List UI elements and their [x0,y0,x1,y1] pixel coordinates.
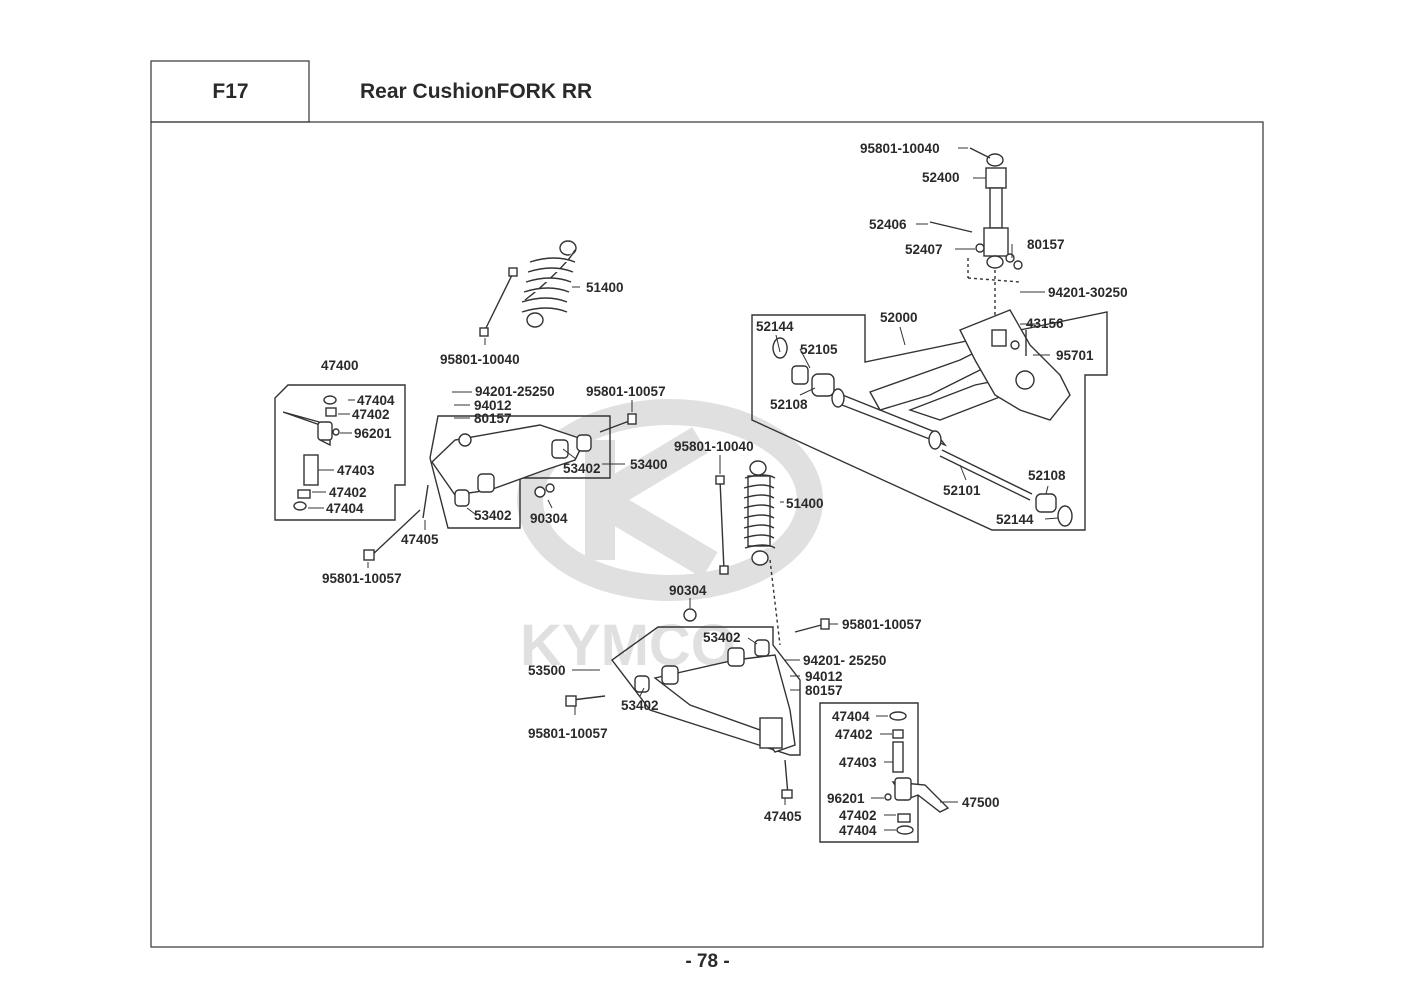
callout-47402-right-top: 47402 [835,727,873,742]
callout-47404-right-bottom: 47404 [839,823,877,838]
callout-53402-lower-top: 53402 [703,630,741,645]
callout-47400: 47400 [321,358,359,373]
callout-53402-upper-left: 53402 [474,508,512,523]
front-shock-lower-51400 [715,460,781,646]
callout-52400: 52400 [922,170,960,185]
callout-47500: 47500 [962,795,1000,810]
callout-52144-right: 52144 [996,512,1034,527]
callout-95801-10057-right: 95801-10057 [842,617,922,632]
page-frame [150,60,1264,948]
callout-95801-10057-left: 95801-10057 [322,571,402,586]
callout-43156: 43156 [1026,316,1064,331]
callout-52407: 52407 [905,242,943,257]
callout-52108-left: 52108 [770,397,808,412]
callout-47402-right-bottom: 47402 [839,808,877,823]
callout-47404-left-top: 47404 [357,393,395,408]
callout-labels: 95801-10040 52400 52406 52407 80157 9420… [321,141,1128,838]
callout-51400-top: 51400 [586,280,624,295]
callout-52105: 52105 [800,342,838,357]
callout-95801-10040-mid: 95801-10040 [440,352,520,367]
callout-47404-left-bottom: 47404 [326,501,364,516]
lower-arm-53500 [565,608,830,799]
callout-52000: 52000 [880,310,918,325]
leader-lines [308,147,1059,831]
callout-47402-left-top: 47402 [352,407,390,422]
callout-95801-10057-upper: 95801-10057 [586,384,666,399]
callout-80157-left: 80157 [474,411,512,426]
callout-53402-upper-right: 53402 [563,461,601,476]
section-code: F17 [212,80,249,103]
upper-arm-left-box [429,415,611,529]
callout-94201-25250-left: 94201-25250 [475,384,555,399]
knuckle-right-47500 [884,711,950,835]
callout-94201-30250: 94201-30250 [1048,285,1128,300]
callout-47404-right-top: 47404 [832,709,870,724]
callout-52406: 52406 [869,217,907,232]
knuckle-left-box [274,384,406,521]
callout-53402-lower-left: 53402 [621,698,659,713]
callout-80157-shock: 80157 [1027,237,1065,252]
callout-47403-left: 47403 [337,463,375,478]
callout-47402-left-bottom: 47402 [329,485,367,500]
callout-95801-10040-lower: 95801-10040 [674,439,754,454]
callout-94012-left: 94012 [474,398,512,413]
swing-arm-box [751,311,1108,531]
page-number: - 78 - [685,951,730,972]
callout-80157-right: 80157 [805,683,843,698]
callout-51400-lower: 51400 [786,496,824,511]
callout-96201-left: 96201 [354,426,392,441]
callout-52144-left: 52144 [756,319,794,334]
callout-47405-right: 47405 [764,809,802,824]
callout-52108-right: 52108 [1028,468,1066,483]
group-outlines [274,311,1108,843]
watermark-text: KYMCO [520,613,736,678]
callout-95801-10040-top: 95801-10040 [860,141,940,156]
swing-arm-52000 [772,309,1073,527]
callout-53500: 53500 [528,663,566,678]
callout-96201-right: 96201 [827,791,865,806]
upper-arm-left-53400 [363,413,637,561]
callout-94012-right: 94012 [805,669,843,684]
callout-90304-lower: 90304 [669,583,707,598]
callout-90304-upper: 90304 [530,511,568,526]
callout-52101: 52101 [943,483,981,498]
callout-95701: 95701 [1056,348,1094,363]
lower-arm-right-box [611,626,801,756]
watermark-logo: KYMCO [517,399,823,678]
knuckle-right-box [819,702,919,843]
front-shock-upper-51400 [479,240,577,337]
callout-47405-left: 47405 [401,532,439,547]
callout-53400: 53400 [630,457,668,472]
callout-47403-right: 47403 [839,755,877,770]
callout-94201-25250-right: 94201- 25250 [803,653,886,668]
page-title: Rear CushionFORK RR [360,80,593,103]
callout-95801-10057-lower: 95801-10057 [528,726,608,741]
